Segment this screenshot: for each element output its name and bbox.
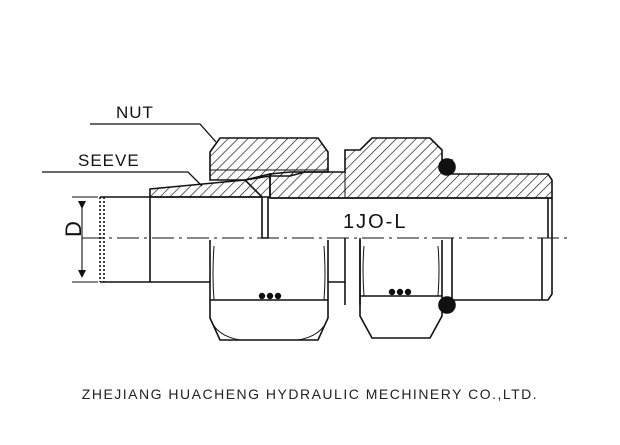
dimension-d-line [72,196,98,283]
body-hex-dots [388,288,412,296]
fitting-drawing: NUT SEEVE 1JO-L D [42,103,570,341]
model-label: 1JO-L [343,211,407,233]
nut-hex-dots [258,292,282,300]
seeve-label: SEEVE [78,151,140,170]
nut-leader [90,123,217,143]
body-section [269,137,553,199]
o-ring-bottom [438,296,456,314]
nut-label: NUT [116,103,154,122]
body-neck-lower [328,238,361,305]
dimension-label: D [61,221,86,237]
nut-hex-lower [209,240,329,341]
sleeve [149,172,271,239]
tube [99,196,262,283]
seeve-leader [42,171,203,187]
company-caption: ZHEJIANG HUACHENG HYDRAULIC MECHINERY CO… [81,386,539,402]
o-ring-top [438,158,456,176]
stud-lower [451,198,553,301]
